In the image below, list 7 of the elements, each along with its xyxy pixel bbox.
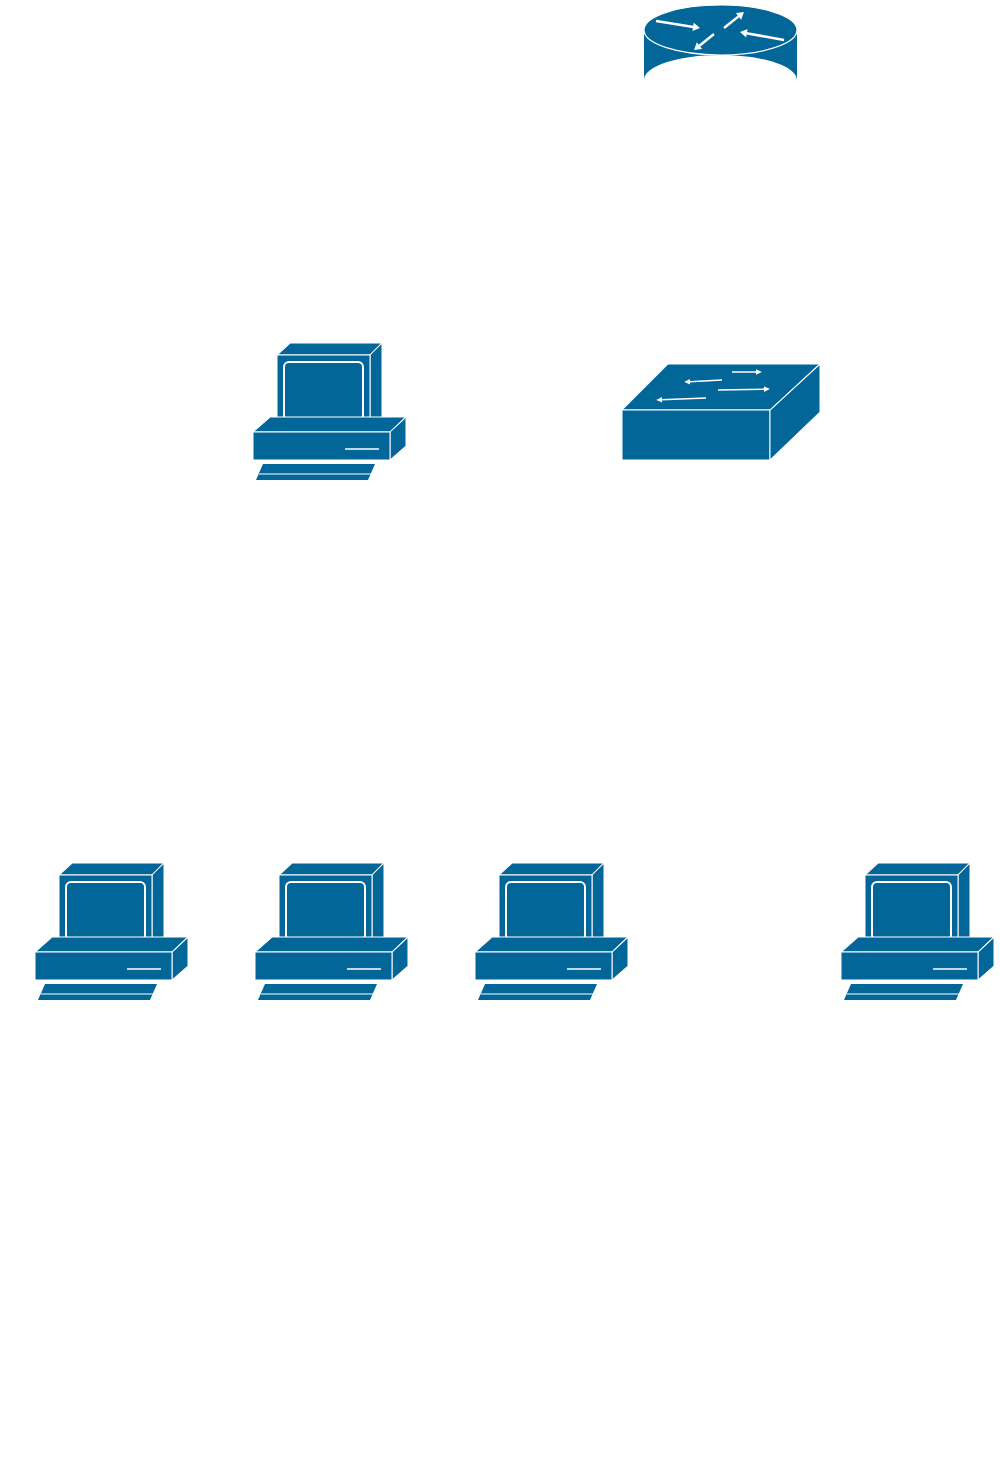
- computer-icon: [34, 862, 189, 1000]
- computer-icon: [254, 862, 409, 1000]
- computer-icon: [474, 862, 629, 1000]
- router-icon: [643, 4, 798, 80]
- computer-icon: [252, 342, 407, 480]
- computer-icon: [840, 862, 995, 1000]
- switch-icon: [621, 363, 821, 461]
